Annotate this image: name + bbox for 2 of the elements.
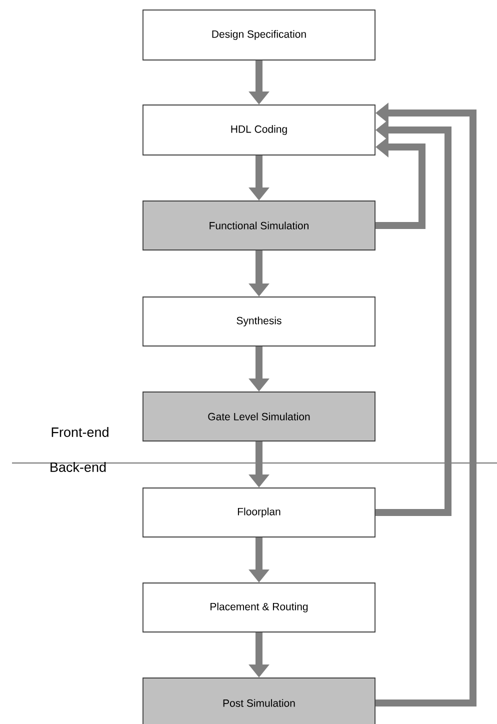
section-label: Back-end xyxy=(50,462,106,472)
section-label: Front-end xyxy=(52,427,108,437)
